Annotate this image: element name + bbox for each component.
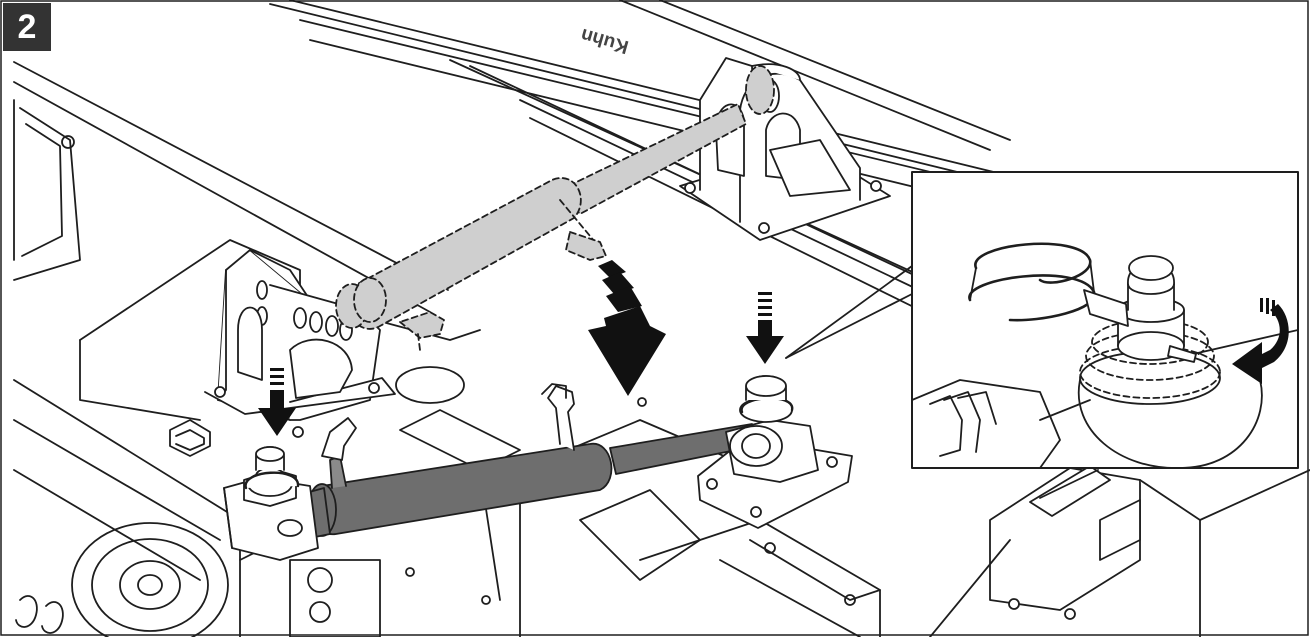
right-clevis xyxy=(697,375,853,529)
arrow-down-icon xyxy=(258,368,296,436)
rotate-arrow-icon xyxy=(1232,298,1289,384)
detail-inset-frame xyxy=(911,171,1299,469)
curved-arrow-down-icon xyxy=(588,260,666,396)
cylinder-fitted xyxy=(279,383,757,543)
cylinder-ghost-position xyxy=(335,65,775,351)
bolt-heads xyxy=(405,397,856,606)
right-side-parts xyxy=(929,465,1310,637)
left-clevis xyxy=(223,446,319,561)
lower-left-mechanics xyxy=(15,522,381,637)
right-bracket xyxy=(679,57,891,241)
detail-inset-content xyxy=(912,242,1298,468)
detail-callout-pointer xyxy=(785,265,913,359)
step-number-badge: 2 xyxy=(3,3,51,51)
arrow-down-icon xyxy=(746,292,784,364)
